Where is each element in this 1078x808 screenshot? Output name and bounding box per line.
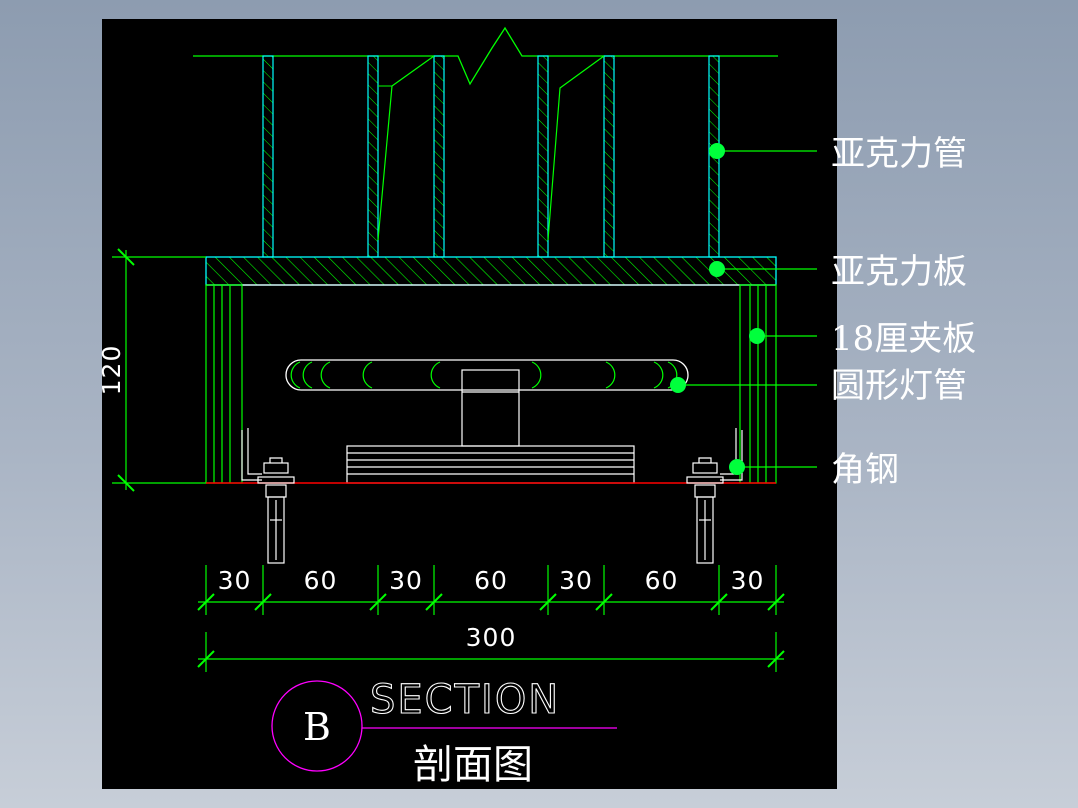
dimension-label: 30 — [389, 566, 423, 595]
break-line — [193, 26, 778, 86]
drawing-area — [102, 19, 837, 789]
height-dimension — [112, 248, 206, 492]
callout-label: 18厘夹板 — [831, 319, 976, 359]
overall-dimension — [197, 632, 785, 672]
section-marker-letter: B — [303, 705, 331, 749]
dimension-label: 30 — [218, 566, 252, 595]
dimension-label: 60 — [304, 566, 338, 595]
dimension-label: 60 — [645, 566, 679, 595]
bottom-dimension-chain — [197, 565, 785, 615]
dimension-label: 60 — [474, 566, 508, 595]
callout-label: 角钢 — [831, 450, 899, 490]
overall-dimension-text: 300 — [466, 623, 517, 652]
section-marker: B SECTION 剖面图 — [271, 676, 617, 788]
dimension-label: 30 — [731, 566, 765, 595]
callout-label: 亚克力管 — [831, 134, 967, 174]
callout-dot — [709, 143, 725, 159]
acrylic-board — [205, 256, 777, 286]
lamp-holder — [346, 369, 635, 484]
callout-dot — [670, 377, 686, 393]
section-title: SECTION — [370, 677, 560, 723]
callout-dot — [729, 459, 745, 475]
callout-label: 圆形灯管 — [831, 366, 967, 406]
section-subtitle: 剖面图 — [413, 742, 533, 788]
dimension-label: 30 — [559, 566, 593, 595]
anchor-bolt-right — [686, 457, 724, 564]
plywood-panels — [205, 284, 777, 484]
anchor-bolt-left — [257, 457, 295, 564]
callout-dot — [709, 261, 725, 277]
height-dimension-text: 120 — [97, 345, 126, 396]
callout-dot — [749, 328, 765, 344]
callout-label: 亚克力板 — [831, 252, 967, 292]
